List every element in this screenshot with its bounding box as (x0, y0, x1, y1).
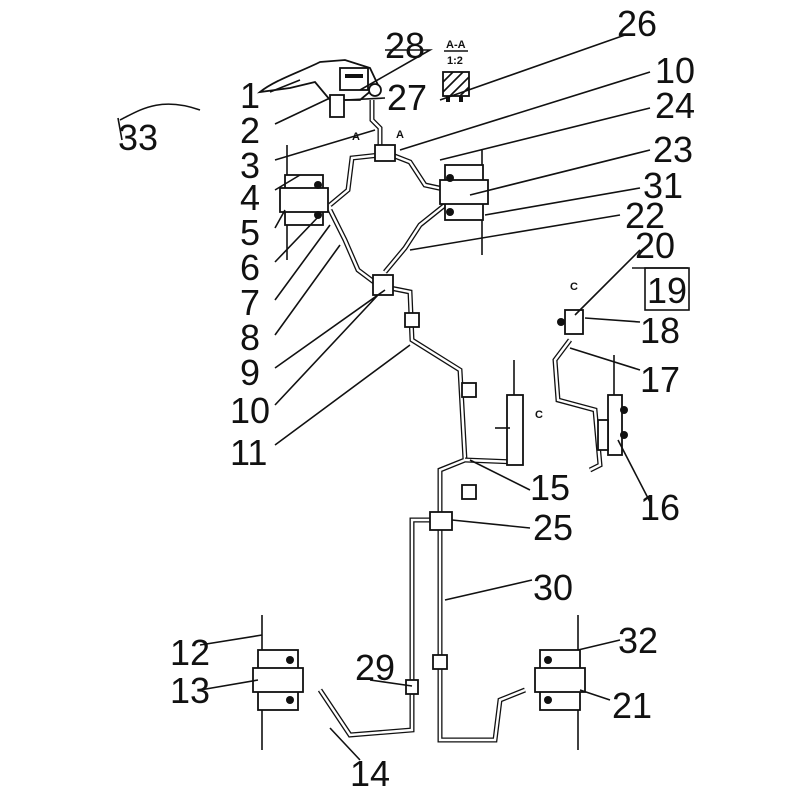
callout-10-right: 10 (655, 50, 695, 91)
callout-3: 3 (240, 145, 260, 186)
caliper-rear-left (252, 615, 304, 750)
callout-11: 11 (230, 432, 267, 473)
callout-2: 2 (240, 110, 260, 151)
callout-23: 23 (653, 129, 693, 170)
section-a-a: A-A 1:2 (442, 39, 470, 102)
view-mark-a: A (396, 129, 404, 141)
callout-13: 13 (170, 670, 210, 711)
leader-lines (199, 34, 690, 761)
callout-24: 24 (655, 85, 695, 126)
callout-15: 15 (530, 467, 570, 508)
callout-33: 33 (118, 117, 158, 158)
junction-block-top: A A (352, 129, 404, 162)
callout-28: 28 (385, 25, 425, 66)
callout-1: 1 (240, 75, 260, 116)
callout-19: 19 (647, 270, 687, 311)
callout-17: 17 (640, 359, 680, 400)
callout-6: 6 (240, 247, 260, 288)
callout-27: 27 (387, 77, 427, 118)
caliper-rear-right (534, 615, 586, 750)
view-mark-a: A (352, 131, 360, 143)
callout-5: 5 (240, 212, 260, 253)
junction-block-mid (372, 274, 477, 500)
callout-12: 12 (170, 632, 210, 673)
callout-20: 20 (635, 225, 675, 266)
callout-labels: 1 2 3 4 5 6 7 8 9 10 11 12 13 14 15 16 1… (118, 3, 695, 794)
callout-8: 8 (240, 317, 260, 358)
callout-22: 22 (625, 195, 665, 236)
callout-31: 31 (643, 165, 683, 206)
view-mark-c: C (535, 409, 543, 421)
reservoir-hose (117, 103, 201, 141)
callout-25: 25 (533, 507, 573, 548)
callout-4: 4 (240, 177, 260, 218)
callout-32: 32 (618, 620, 658, 661)
caliper-front-right (439, 150, 489, 255)
callout-26: 26 (617, 3, 657, 44)
callout-29: 29 (355, 647, 395, 688)
section-label: A-A (446, 39, 466, 51)
callout-14: 14 (350, 753, 390, 794)
callout-16: 16 (640, 487, 680, 528)
junction-block-rear (405, 511, 453, 695)
section-scale: 1:2 (447, 55, 463, 67)
callout-30: 30 (533, 567, 573, 608)
view-c-switch: C (557, 281, 628, 456)
callout-10-left: 10 (230, 390, 270, 431)
callout-21: 21 (612, 685, 652, 726)
callout-9: 9 (240, 352, 260, 393)
callout-7: 7 (240, 282, 260, 323)
caliper-front-left (279, 145, 329, 260)
callout-18: 18 (640, 310, 680, 351)
brake-lever-master-cylinder (256, 59, 382, 118)
view-mark-c: C (570, 281, 578, 293)
rear-master-cylinder: C (495, 360, 543, 466)
